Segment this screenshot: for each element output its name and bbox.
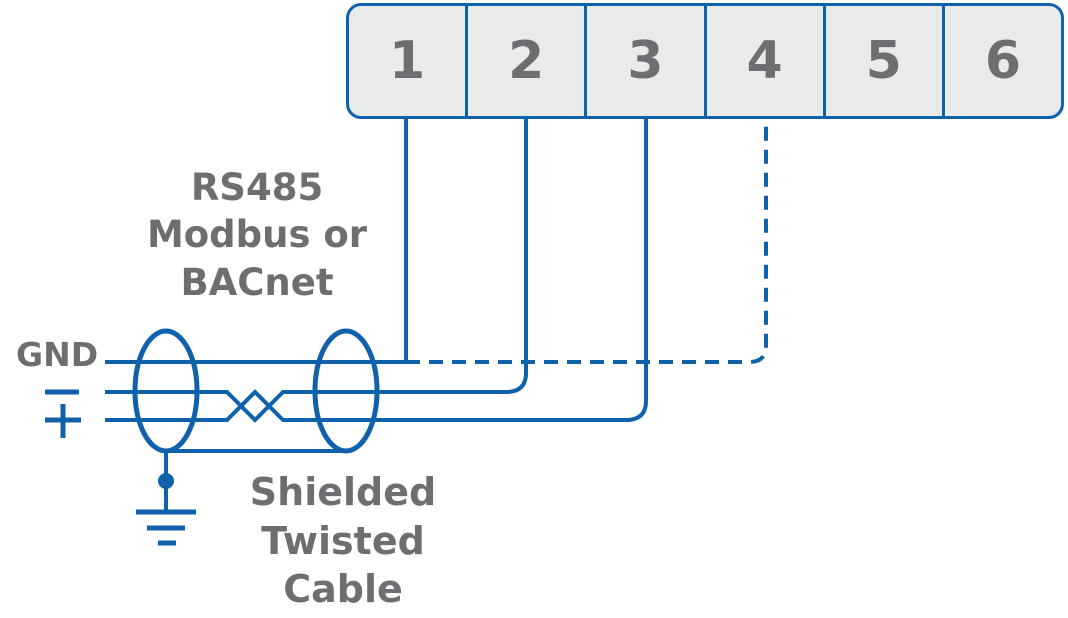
bus-protocol-label: RS485 Modbus or BACnet <box>92 164 422 306</box>
cable-label-line1: Shielded <box>249 470 437 514</box>
terminal3-wire-plus <box>105 119 648 422</box>
shielded-cable-label: Shielded Twisted Cable <box>178 468 508 614</box>
terminal-cell-5: 5 <box>822 6 942 116</box>
terminal-number-1: 1 <box>388 31 426 91</box>
gnd-label: GND <box>16 335 99 374</box>
bus-label-line3: BACnet <box>180 260 334 304</box>
terminal4-dashed-wire <box>406 119 768 364</box>
terminal-number-6: 6 <box>984 31 1022 91</box>
terminal-number-4: 4 <box>746 31 783 91</box>
plus-symbol-icon <box>45 404 81 438</box>
bus-label-line2: Modbus or <box>146 213 368 257</box>
terminal-cell-2: 2 <box>465 6 584 116</box>
cable-label-line2: Twisted <box>261 518 425 563</box>
earth-ground-icon <box>136 509 196 546</box>
terminal-cell-3: 3 <box>584 6 703 116</box>
terminal-cell-1: 1 <box>349 6 465 116</box>
terminal-block: 1 2 3 4 5 6 <box>346 3 1064 119</box>
terminal-cell-4: 4 <box>703 6 823 116</box>
terminal-number-5: 5 <box>865 31 902 91</box>
terminal-cell-6: 6 <box>941 6 1061 116</box>
cable-label-line3: Cable <box>283 567 403 612</box>
terminal-number-3: 3 <box>627 31 664 91</box>
bus-label-line1: RS485 <box>190 166 324 209</box>
ground-junction-dot <box>158 473 174 489</box>
terminal-number-2: 2 <box>508 31 545 91</box>
